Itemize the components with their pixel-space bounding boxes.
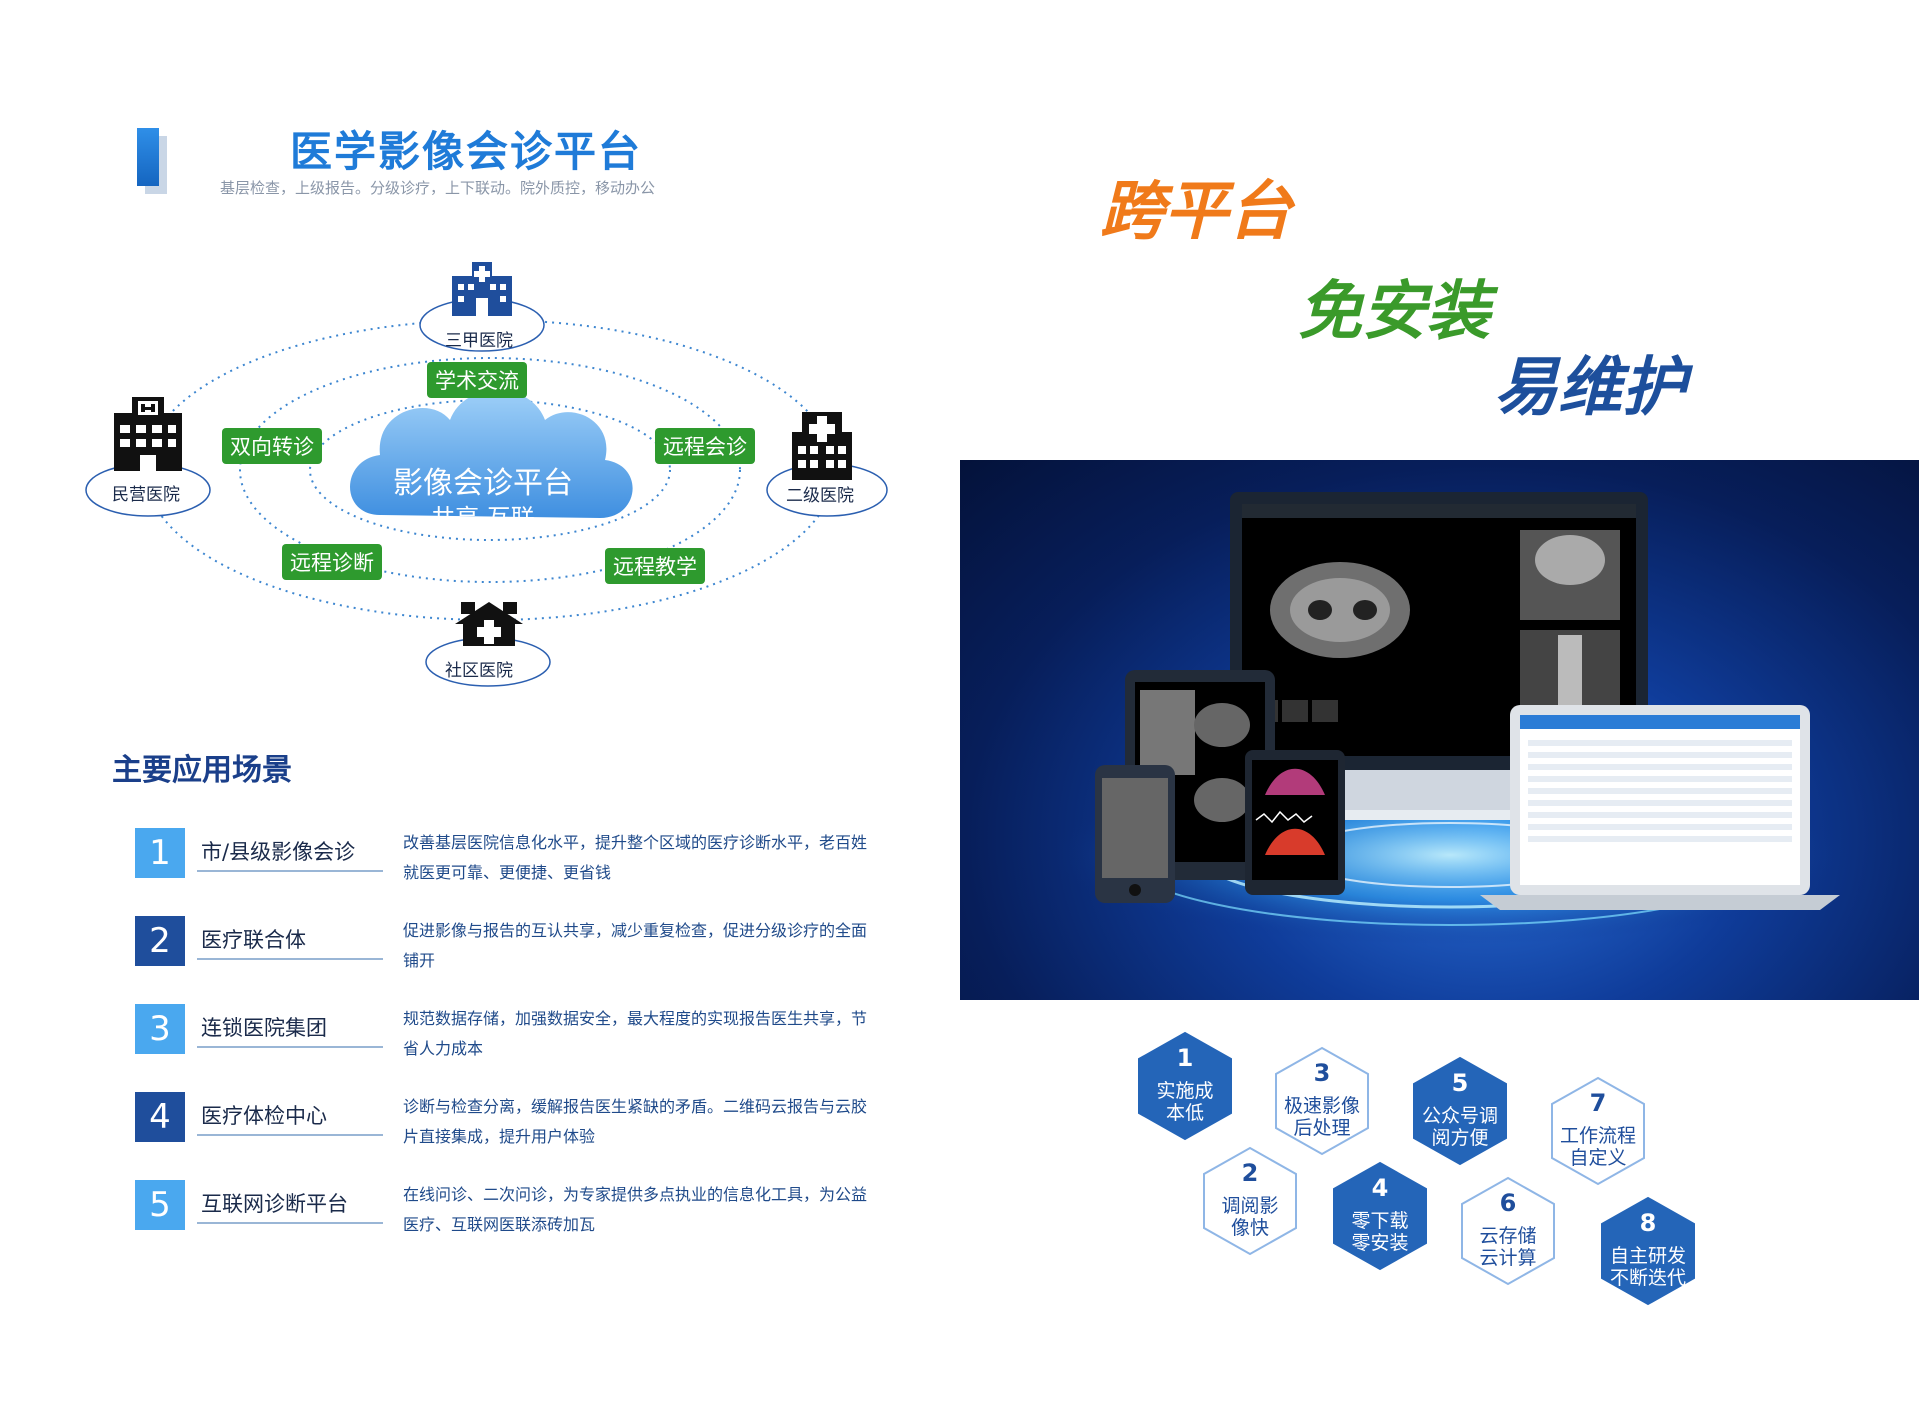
feature-number: 2 (1241, 1159, 1259, 1187)
feature-number: 1 (1176, 1044, 1194, 1072)
feature-hexagon: 3 极速影像后处理 (1272, 1045, 1372, 1157)
feature-hexagon: 8 自主研发不断迭代 (1598, 1195, 1698, 1307)
feature-number: 7 (1589, 1089, 1607, 1117)
scenario-desc: 促进影像与报告的互认共享，减少重复检查，促进分级诊疗的全面铺开 (403, 921, 868, 970)
feature-label-line1: 调阅影 (1221, 1195, 1279, 1217)
feature-hexagon: 7 工作流程自定义 (1548, 1075, 1648, 1187)
scenarios-title: 主要应用场景 (112, 753, 292, 788)
scenario-item: 5 互联网诊断平台 在线问诊、二次问诊，为专家提供多点执业的信息化工具，为公益医… (135, 1178, 867, 1248)
feature-label-line2: 像快 (1230, 1217, 1269, 1239)
page-title: 医学影像会诊平台 (290, 127, 643, 176)
hospital-right-icon (792, 412, 852, 480)
scenario-item: 1 市/县级影像会诊 改善基层医院信息化水平，提升整个区域的医疗诊断水平，老百姓… (135, 826, 867, 896)
scenario-name: 连锁医院集团 (201, 1016, 327, 1040)
cloud-shape (350, 390, 633, 518)
hexagon-shape (1551, 1076, 1645, 1186)
feature-number: 6 (1499, 1189, 1517, 1217)
hospital-bottom-label: 社区医院 (445, 661, 513, 681)
feature-hexagon: 2 调阅影像快 (1200, 1145, 1300, 1257)
hexagon-shape (1413, 1056, 1507, 1166)
scenario-desc: 诊断与检查分离，缓解报告医生紧缺的矛盾。二维码云报告与云胶片直接集成，提升用户体… (403, 1097, 868, 1146)
hospital-right-label: 二级医院 (786, 486, 854, 506)
feature-label-line2: 不断迭代 (1609, 1267, 1686, 1289)
scenario-underline (197, 1134, 383, 1136)
platform-diagram: 三甲医院 民营医院 二级医院 社区医院 学术交流 双向转诊 远程会诊 远程诊断 … (70, 250, 910, 690)
feature-hexagon: 1 实施成本低 (1135, 1030, 1235, 1142)
feature-label-line2: 零安装 (1351, 1232, 1409, 1254)
slogan-easy-maintenance: 易维护 (1494, 351, 1686, 425)
feature-label-line2: 阅方便 (1431, 1127, 1489, 1149)
slogan-no-install: 免安装 (1298, 275, 1490, 349)
pill-remote-teaching: 远程教学 (605, 548, 705, 584)
hospital-left-icon (114, 397, 182, 471)
feature-label-line2: 后处理 (1293, 1117, 1351, 1139)
scenario-item: 3 连锁医院集团 规范数据存储，加强数据安全，最大程度的实现报告医生共享，节省人… (135, 1002, 867, 1072)
scenario-underline (197, 958, 383, 960)
devices-illustration (1050, 492, 1850, 945)
scenario-item: 2 医疗联合体 促进影像与报告的互认共享，减少重复检查，促进分级诊疗的全面铺开 (135, 914, 867, 984)
feature-label-line1: 工作流程 (1559, 1125, 1636, 1147)
pill-remote-consult: 远程会诊 (655, 428, 755, 464)
feature-label-line2: 云计算 (1479, 1247, 1537, 1269)
hospital-top-icon (452, 262, 512, 316)
hexagon-shape (1461, 1176, 1555, 1286)
feature-label-line2: 本低 (1165, 1102, 1204, 1124)
hexagon-shape (1138, 1031, 1232, 1141)
hospital-bottom-icon (455, 602, 523, 646)
slogan-cross-platform: 跨平台 (1100, 175, 1292, 249)
hexagon-shape (1203, 1146, 1297, 1256)
hexagon-shape (1601, 1196, 1695, 1306)
pill-referral: 双向转诊 (222, 428, 322, 464)
scenario-number: 5 (135, 1180, 185, 1230)
scenario-underline (197, 1046, 383, 1048)
scenario-desc: 在线问诊、二次问诊，为专家提供多点执业的信息化工具，为公益医疗、互联网医联添砖加… (403, 1185, 868, 1234)
scenario-number: 3 (135, 1004, 185, 1054)
pill-academic: 学术交流 (427, 362, 527, 398)
feature-hexagon: 4 零下载零安装 (1330, 1160, 1430, 1272)
feature-label-line1: 自主研发 (1609, 1245, 1686, 1267)
feature-hexagon: 6 云存储云计算 (1458, 1175, 1558, 1287)
scenario-underline (197, 870, 383, 872)
feature-label-line1: 零下载 (1351, 1210, 1409, 1232)
feature-number: 5 (1451, 1069, 1469, 1097)
feature-label-line2: 自定义 (1569, 1147, 1627, 1169)
feature-label-line1: 实施成 (1156, 1080, 1214, 1102)
scenario-number: 2 (135, 916, 185, 966)
scenario-item: 4 医疗体检中心 诊断与检查分离，缓解报告医生紧缺的矛盾。二维码云报告与云胶片直… (135, 1090, 867, 1160)
feature-hexagon: 5 公众号调阅方便 (1410, 1055, 1510, 1167)
feature-number: 8 (1639, 1209, 1657, 1237)
scenario-name: 市/县级影像会诊 (201, 840, 356, 864)
cloud-subtitle: 共享 互联 (431, 504, 535, 532)
pill-remote-diagnosis: 远程诊断 (282, 544, 382, 580)
scenario-desc: 改善基层医院信息化水平，提升整个区域的医疗诊断水平，老百姓就医更可靠、更便捷、更… (403, 833, 868, 882)
hospital-top-label: 三甲医院 (445, 331, 513, 351)
laptop (1480, 705, 1840, 910)
orbit-lines (85, 298, 888, 687)
scenario-name: 医疗联合体 (201, 928, 306, 952)
scenario-desc: 规范数据存储，加强数据安全，最大程度的实现报告医生共享，节省人力成本 (403, 1009, 868, 1058)
hospital-left-label: 民营医院 (112, 485, 180, 505)
scenario-name: 互联网诊断平台 (201, 1192, 348, 1216)
cloud-title: 影像会诊平台 (393, 466, 573, 501)
feature-number: 3 (1313, 1059, 1331, 1087)
feature-label-line1: 极速影像 (1283, 1095, 1360, 1117)
feature-label-line1: 云存储 (1479, 1225, 1537, 1247)
scenario-number: 1 (135, 828, 185, 878)
feature-label-line1: 公众号调 (1421, 1105, 1498, 1127)
scenario-underline (197, 1222, 383, 1224)
hexagon-shape (1333, 1161, 1427, 1271)
feature-number: 4 (1371, 1174, 1389, 1202)
monitor (1230, 492, 1648, 820)
title-accent-bar (137, 128, 167, 194)
devices-showcase (960, 460, 1919, 1000)
scenario-number: 4 (135, 1092, 185, 1142)
page-subtitle: 基层检查，上级报告。分级诊疗，上下联动。院外质控，移动办公 (220, 179, 656, 197)
scenario-name: 医疗体检中心 (201, 1104, 327, 1128)
ultrasound-tablet (1245, 750, 1345, 895)
phone (1095, 765, 1175, 903)
hexagon-shape (1275, 1046, 1369, 1156)
